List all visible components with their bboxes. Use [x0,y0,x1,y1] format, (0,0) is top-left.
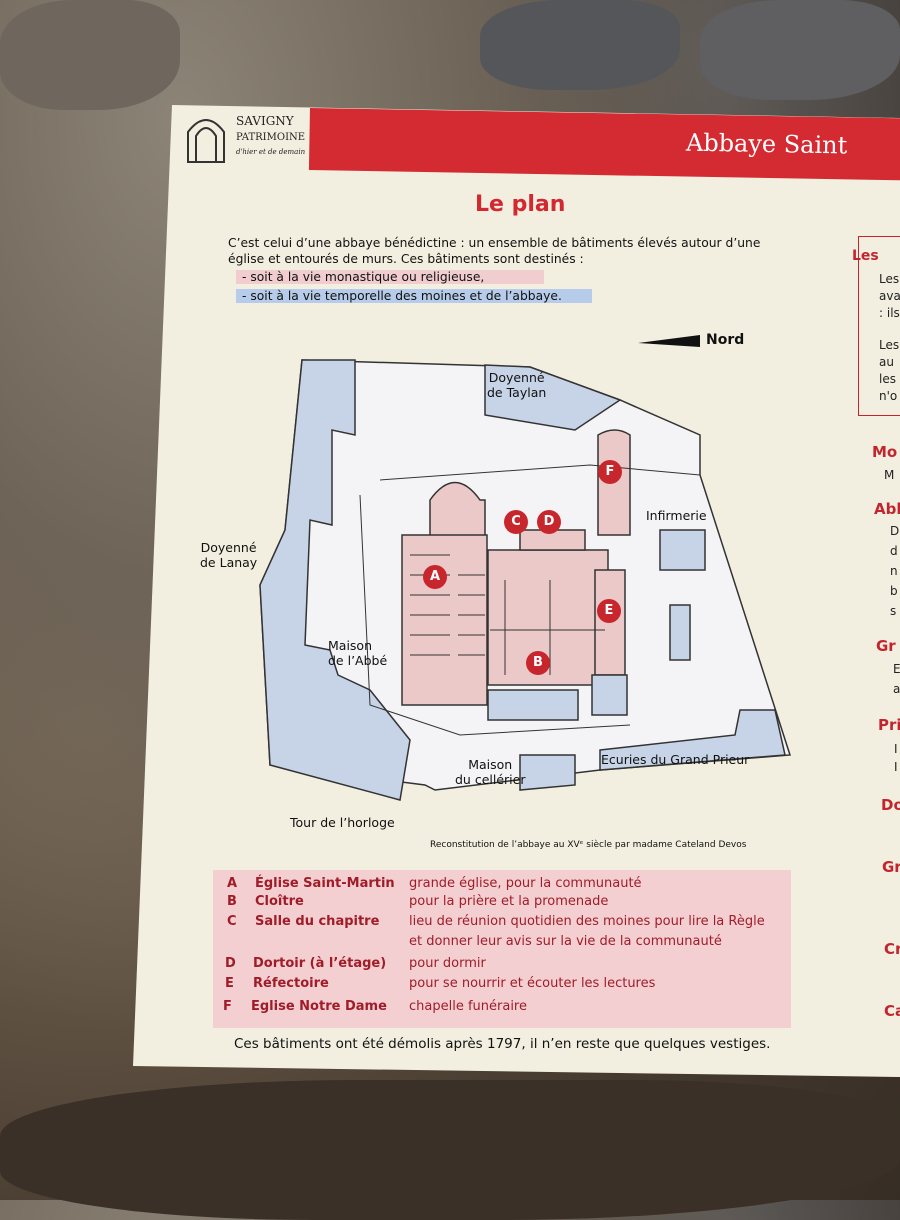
side-text: Les [879,338,900,352]
wall-stone [0,1080,900,1220]
side-text: les [879,372,896,386]
legend-letter: F [223,999,232,1014]
legend-desc: lieu de réunion quotidien des moines pou… [409,914,765,929]
north-arrow-icon [638,335,700,347]
legend-name: Dortoir (à l’étage) [253,956,387,971]
side-heading: Pri [878,716,900,734]
side-box-title: Les [852,248,879,264]
label-doyenne-taylan: Doyenné de Taylan [487,370,547,400]
intro-line1: C’est celui d’une abbaye bénédictine : u… [228,236,761,250]
legend-letter: E [225,976,234,991]
chapel-window-icon [187,119,225,163]
side-text: n'o [879,389,898,403]
legend-letter: C [227,914,237,929]
label-maison-abbe: Maison de l’Abbé [328,638,388,668]
footer-note: Ces bâtiments ont été démolis après 1797… [234,1036,771,1052]
legend-desc: et donner leur avis sur la vie de la com… [409,934,722,949]
side-text: n [890,564,898,578]
logo-line2: PATRIMOINE [236,132,306,143]
north-label: Nord [706,332,745,348]
page-title: Le plan [475,192,566,217]
legend-name: Église Saint-Martin [255,876,395,891]
side-text: a [893,682,900,696]
intro-religious: - soit à la vie monastique ou religieuse… [236,270,545,284]
label-ecuries: Ecuries du Grand Prieur [601,752,750,767]
map-drawing [259,335,792,801]
side-text: M [884,468,895,482]
legend-desc: pour dormir [409,956,486,971]
side-text: d [890,544,898,558]
pin-c: C [504,510,528,534]
legend-name: Eglise Notre Dame [251,999,387,1014]
intro-temporal: - soit à la vie temporelle des moines et… [236,289,592,303]
label-doyenne-lanay: Doyenné de Lanay [200,540,258,570]
label-maison-cellerier: Maison du cellérier [455,757,526,787]
side-text: D [890,524,900,538]
legend-name: Cloître [255,894,304,909]
side-text: I [894,760,898,774]
wall-stone [700,0,900,100]
abbey-map: Nord Doyenné de Taylan Infirmerie Doyenn… [200,315,800,835]
side-heading: Mo [872,443,898,461]
map-credit: Reconstitution de l’abbaye au XVᵉ siècle… [430,840,747,850]
side-text: : ils [879,306,900,320]
wall-stone [0,0,180,110]
side-heading: Cr [884,940,900,958]
side-text: ava [879,289,900,303]
banner-title: Abbaye Saint [685,128,848,160]
pin-e: E [597,599,621,623]
legend-desc: pour la prière et la promenade [409,894,609,909]
side-text: E [893,662,900,676]
side-heading: Gr [882,858,900,876]
side-text: s [890,604,897,618]
pin-b: B [526,651,550,675]
side-heading: Ca [884,1002,900,1020]
side-text: b [890,584,898,598]
legend-letter: A [227,876,238,891]
side-text: au [879,355,894,369]
pin-f: F [598,460,622,484]
side-text: Les [879,272,900,286]
legend-letter: D [225,956,236,971]
side-heading: Do [881,796,900,814]
legend: A Église Saint-Martin grande église, pour … [213,870,791,1028]
side-text: I [894,742,898,756]
legend-letter: B [227,894,237,909]
legend-desc: chapelle funéraire [409,999,527,1014]
side-box [858,236,900,416]
logo-line1: SAVIGNY [236,114,294,128]
intro-line2: église et entourés de murs. Ces bâtiment… [228,252,584,266]
pin-d: D [537,510,561,534]
side-heading: Abl [874,500,900,518]
legend-name: Réfectoire [253,976,329,991]
legend-desc: grande église, pour la communauté [409,876,642,891]
wall-stone [480,0,680,90]
logo-line3: d'hier et de demain [236,148,306,156]
side-heading: Gr [876,637,896,655]
logo: SAVIGNY PATRIMOINE d'hier et de demain [180,110,310,166]
label-infirmerie: Infirmerie [646,508,707,523]
pin-a: A [423,565,447,589]
legend-name: Salle du chapitre [255,914,380,929]
label-tour-horloge: Tour de l’horloge [290,815,395,830]
legend-desc: pour se nourrir et écouter les lectures [409,976,656,991]
